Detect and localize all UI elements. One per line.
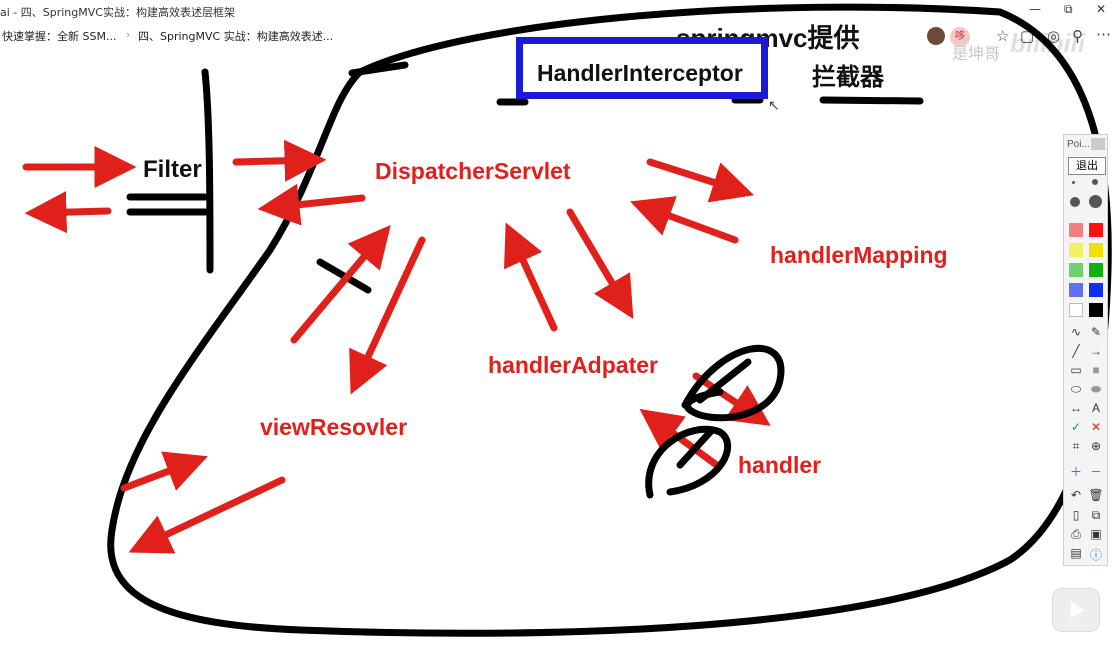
rect-tool-icon[interactable]: ▭ xyxy=(1070,363,1082,377)
exit-button[interactable]: 退出 xyxy=(1068,157,1106,175)
arrow-stroke xyxy=(24,191,112,234)
handler-mapping-label: handlerMapping xyxy=(770,242,948,268)
more-icon[interactable]: ⋯ xyxy=(1096,26,1111,43)
color-swatch[interactable] xyxy=(1069,243,1083,257)
feedback-icon[interactable]: ◎ xyxy=(1047,28,1061,45)
color-swatch[interactable] xyxy=(1069,223,1083,237)
arrow-stroke xyxy=(630,196,739,244)
minimize-button[interactable]: — xyxy=(1029,2,1041,16)
color-swatch[interactable] xyxy=(1089,243,1103,257)
boundary-outline xyxy=(107,3,1112,637)
color-swatch[interactable] xyxy=(1069,263,1083,277)
minus-tool-icon[interactable]: － xyxy=(1089,465,1102,479)
arrow-stroke xyxy=(646,158,755,203)
pen-size-large[interactable] xyxy=(1070,197,1080,207)
window-title: ai - 四、SpringMVC实战：构建高效表述层框架 xyxy=(0,6,235,19)
profile-icon[interactable]: ⚲ xyxy=(1072,28,1083,45)
dispatcher-servlet-label: DispatcherServlet xyxy=(375,158,571,184)
color-swatch[interactable] xyxy=(1069,283,1083,297)
uploader-watermark: 是坤哥 xyxy=(952,46,1001,63)
color-swatch[interactable] xyxy=(1089,223,1103,237)
filled-ellipse-tool-icon[interactable]: ⬬ xyxy=(1090,382,1102,396)
double-arrow-tool-icon[interactable]: ↔ xyxy=(1070,401,1082,415)
filter-barrier xyxy=(201,68,214,274)
annotation-toolbar: Poi... 退出 ∿ ✎ ╱ → ▭ ■ ⬭ ⬬ ↔ A ✓ ✕ ⌗ ⊕ ＋ … xyxy=(1063,134,1108,566)
undo-tool-icon[interactable]: ↶ xyxy=(1070,488,1082,502)
filter-barrier xyxy=(126,193,209,216)
filter-label: Filter xyxy=(143,156,202,183)
arrow-stroke xyxy=(566,208,634,320)
avatar[interactable] xyxy=(927,27,945,45)
plus-tool-icon[interactable]: ＋ xyxy=(1069,465,1082,479)
color-swatch[interactable] xyxy=(1089,303,1103,317)
new-page-tool-icon[interactable]: ▯ xyxy=(1072,508,1080,522)
copy-tool-icon[interactable]: ⧉ xyxy=(1091,508,1101,522)
avatar-badge[interactable]: 哆 xyxy=(950,27,970,47)
arrow-stroke xyxy=(504,222,558,332)
handler-interceptor-box: HandlerInterceptor xyxy=(516,37,768,99)
bookmark-item[interactable]: 快速掌握：全新 SSM... xyxy=(2,30,117,43)
scribble-stroke xyxy=(696,358,752,404)
scribble-stroke xyxy=(676,426,716,469)
crop-tool-icon[interactable]: ⌗ xyxy=(1072,439,1080,453)
bookmark-item[interactable]: 四、SpringMVC 实战：构建高效表述... xyxy=(138,30,334,43)
scribble-stroke xyxy=(645,425,732,499)
save-tool-icon[interactable]: ▣ xyxy=(1090,527,1102,541)
play-button[interactable] xyxy=(1052,588,1100,632)
arrow-stroke xyxy=(290,224,391,344)
arrow-tool-icon[interactable]: → xyxy=(1090,344,1102,358)
chevron-right-icon: › xyxy=(126,28,131,41)
play-icon xyxy=(1071,602,1085,618)
screen-tool-icon[interactable]: ▤ xyxy=(1070,546,1082,560)
arrow-stroke xyxy=(232,139,327,182)
x-tool-icon[interactable]: ✕ xyxy=(1090,420,1102,434)
info-tool-icon[interactable]: ⓘ xyxy=(1089,548,1102,562)
pen-tool-icon[interactable]: ∿ xyxy=(1070,325,1082,339)
panel-title: Poi... xyxy=(1067,139,1090,150)
pen-size-xlarge[interactable] xyxy=(1089,195,1102,208)
handler-adapter-label: handlerAdpater xyxy=(488,352,658,378)
star-icon[interactable]: ☆ xyxy=(996,28,1010,45)
filled-rect-tool-icon[interactable]: ■ xyxy=(1092,363,1100,377)
heading-interceptor: 拦截器 xyxy=(812,64,884,91)
underline-stroke xyxy=(819,96,924,105)
panel-close-button[interactable] xyxy=(1091,138,1105,150)
maximize-button[interactable]: ⧉ xyxy=(1064,2,1073,16)
scribble-stroke xyxy=(681,344,785,422)
color-swatch[interactable] xyxy=(1089,283,1103,297)
arrow-stroke xyxy=(128,476,286,554)
underline-stroke xyxy=(348,61,409,77)
close-button[interactable]: ✕ xyxy=(1096,2,1107,16)
ellipse-tool-icon[interactable]: ⬭ xyxy=(1070,382,1082,396)
arrow-stroke xyxy=(349,236,426,395)
handler-label: handler xyxy=(738,452,822,478)
arrow-stroke xyxy=(257,183,366,226)
handler-interceptor-label: HandlerInterceptor xyxy=(537,60,743,86)
text-tool-icon[interactable]: A xyxy=(1091,401,1100,415)
pen-size-small[interactable] xyxy=(1072,181,1075,184)
color-swatch[interactable] xyxy=(1069,303,1083,317)
zoom-tool-icon[interactable]: ⊕ xyxy=(1090,439,1102,453)
print-tool-icon[interactable]: ⎙ xyxy=(1071,527,1081,541)
highlighter-tool-icon[interactable]: ✎ xyxy=(1090,325,1102,339)
cursor-icon: ↖ xyxy=(768,97,780,113)
check-tool-icon[interactable]: ✓ xyxy=(1070,420,1082,434)
color-swatch[interactable] xyxy=(1089,263,1103,277)
trash-tool-icon[interactable]: 🗑 xyxy=(1088,488,1104,502)
view-resolver-label: viewResovler xyxy=(260,414,408,440)
line-tool-icon[interactable]: ╱ xyxy=(1072,344,1080,358)
arrow-stroke xyxy=(639,408,722,470)
arrow-stroke xyxy=(120,451,208,492)
window-titlebar: ai - 四、SpringMVC实战：构建高效表述层框架 — ⧉ ✕ xyxy=(0,0,1112,22)
pen-size-medium[interactable] xyxy=(1092,179,1098,185)
